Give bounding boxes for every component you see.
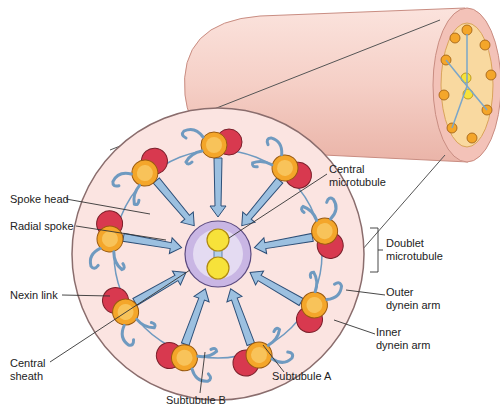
part-label: Spoke head [10, 193, 90, 206]
part-label: Outer dynein arm [386, 286, 446, 312]
part-label: Inner dynein arm [376, 326, 436, 352]
leader-line [50, 174, 385, 393]
cross-section [72, 108, 364, 400]
part-label: Subtubule B [166, 394, 246, 407]
part-label: Subtubule A [272, 370, 352, 383]
part-label: Central microtubule [329, 163, 399, 189]
part-label: Nexin link [10, 289, 70, 302]
part-label: Radial spoke [10, 220, 90, 233]
bracket [370, 228, 383, 272]
part-label: Doublet microtubule [386, 237, 456, 263]
part-label: Central sheath [10, 357, 65, 383]
